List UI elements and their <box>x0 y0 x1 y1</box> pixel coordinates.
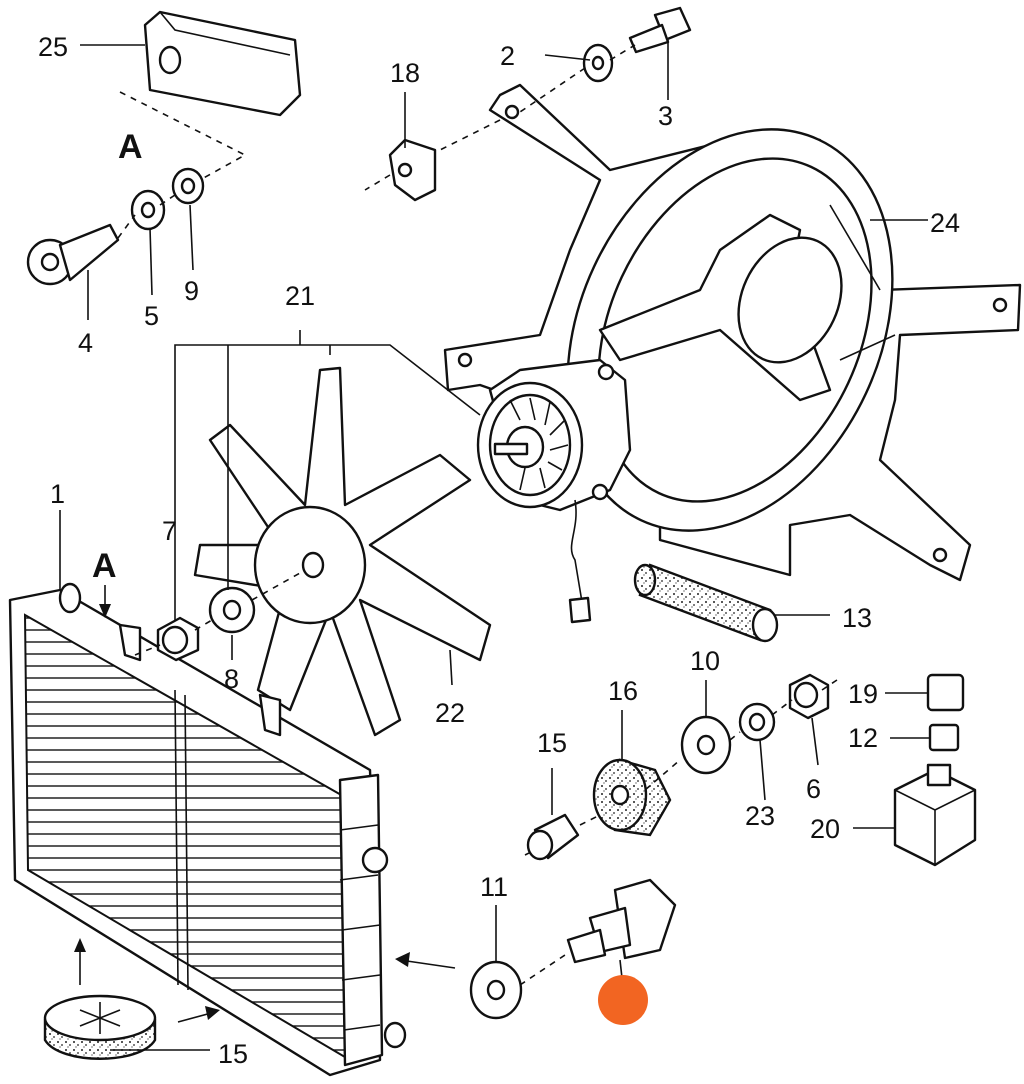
relay-20 <box>893 763 977 867</box>
nut-7 <box>156 616 200 662</box>
callout-7: 7 <box>162 516 177 546</box>
fan-blade <box>193 366 492 737</box>
fan-shroud <box>443 83 1022 582</box>
foam-pad-15 <box>43 994 157 1060</box>
washer-11 <box>469 960 523 1020</box>
spacer-16 <box>526 813 580 861</box>
view-label-a-radiator: A <box>92 547 117 585</box>
callout-22: 22 <box>435 698 465 728</box>
bolt-3 <box>628 6 692 54</box>
washer-5 <box>130 189 166 231</box>
washer-10 <box>680 715 732 775</box>
callout-17: 16 <box>608 676 638 706</box>
callout-11: 11 <box>480 872 508 902</box>
callout-10: 10 <box>690 646 720 676</box>
washer-8 <box>208 586 256 634</box>
temperature-switch <box>566 878 677 964</box>
highlight-marker[interactable] <box>598 975 648 1025</box>
bolt-4 <box>26 223 120 286</box>
callout-24: 24 <box>930 208 960 238</box>
connector-12 <box>928 723 960 752</box>
clip-nut-18 <box>388 138 437 202</box>
washer-9 <box>171 167 205 205</box>
callout-5: 5 <box>144 301 159 331</box>
callout-labels: 25 2 3 18 24 4 5 9 21 1 7 8 22 13 10 16 … <box>38 32 960 1069</box>
callout-13: 13 <box>842 603 872 633</box>
callout-25: 25 <box>38 32 68 62</box>
fan-motor <box>476 358 632 624</box>
rubber-mount-17 <box>592 758 672 837</box>
leader-lines <box>59 40 930 1051</box>
callout-18: 18 <box>390 58 420 88</box>
callout-3: 3 <box>658 101 673 131</box>
callout-19: 19 <box>848 679 878 709</box>
callout-6: 6 <box>806 774 821 804</box>
callout-16: 15 <box>537 728 567 758</box>
callout-12: 12 <box>848 723 878 753</box>
callout-8: 8 <box>224 664 239 694</box>
radiator <box>8 582 407 1077</box>
foam-strip-13 <box>633 563 779 643</box>
callout-21: 21 <box>285 281 315 311</box>
callout-15: 15 <box>218 1039 248 1069</box>
callout-9: 9 <box>184 276 199 306</box>
callout-20: 20 <box>810 814 840 844</box>
washer-23 <box>738 702 776 742</box>
washer-2 <box>582 43 614 83</box>
bracket-25 <box>143 10 302 117</box>
callout-23: 23 <box>745 801 775 831</box>
assembly-lines <box>74 44 841 1023</box>
callout-1: 1 <box>50 479 65 509</box>
nut-6 <box>788 673 830 720</box>
view-label-a-top: A <box>118 128 143 166</box>
callout-2: 2 <box>500 41 515 71</box>
cap-19 <box>926 673 965 712</box>
callout-4: 4 <box>78 328 93 358</box>
